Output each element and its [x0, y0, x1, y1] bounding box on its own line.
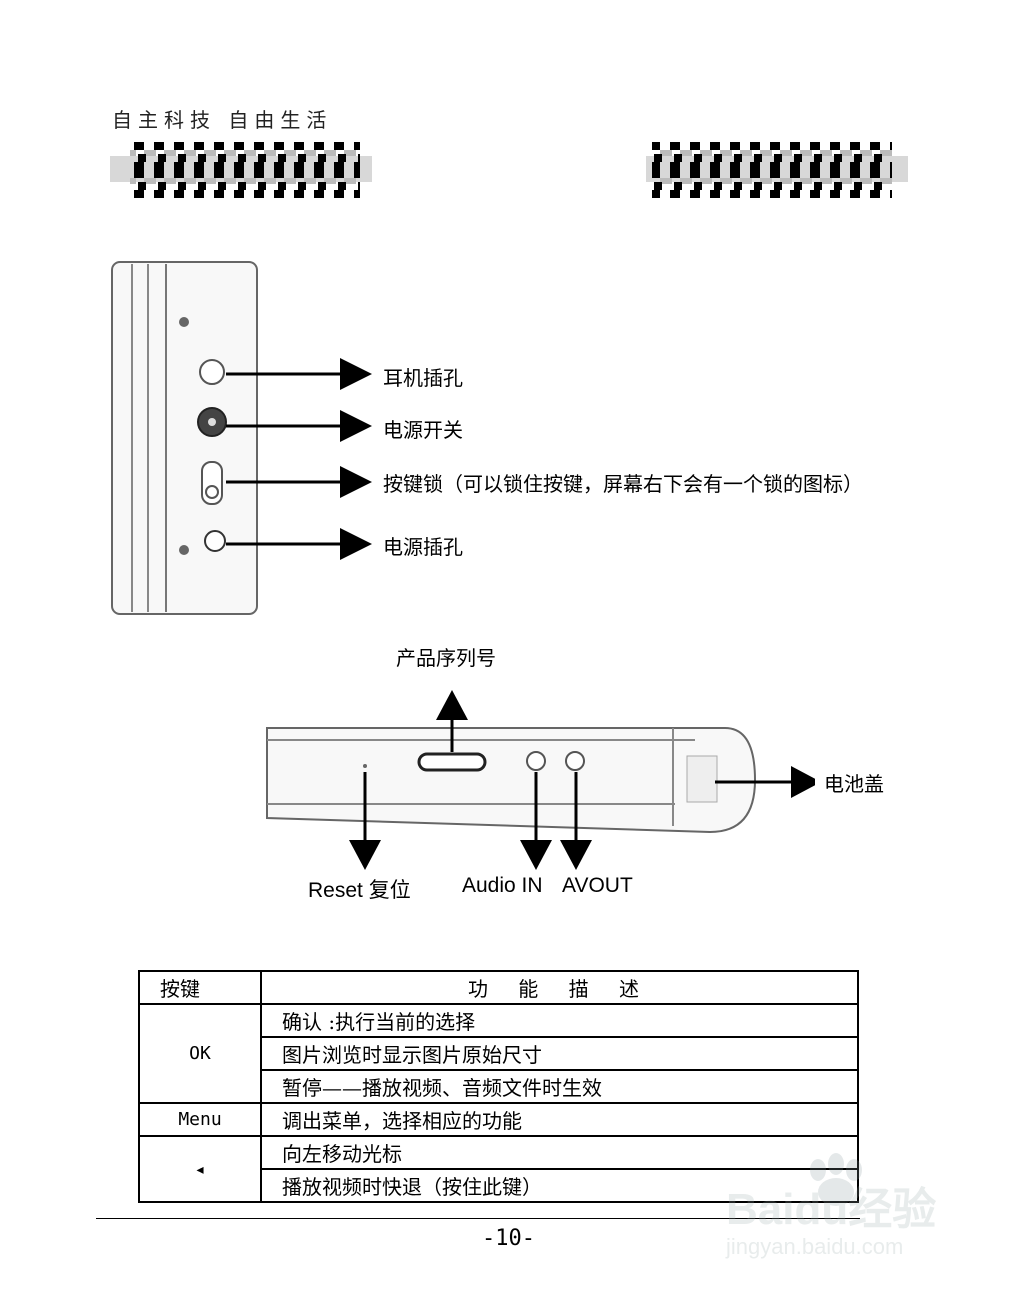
callout-headphone-jack: 耳机插孔 [383, 366, 463, 390]
checker-pattern-left [110, 142, 372, 198]
table-cell: 暂停——播放视频、音频文件时生效 [260, 1069, 859, 1104]
table-row: Menu 调出菜单，选择相应的功能 [138, 1102, 859, 1137]
callout-power-switch: 电源开关 [383, 418, 463, 442]
device-side-view [111, 261, 258, 615]
label-reset: Reset 复位 [308, 879, 411, 902]
table-header-key: 按键 [138, 970, 262, 1005]
checker-band-right [646, 142, 908, 198]
function-table: 按键 功 能 描 述 OK 确认 :执行当前的选择 图片浏览时显示图片原始尺寸 … [138, 970, 859, 1203]
table-cell: 播放视频时快退（按住此键） [260, 1168, 859, 1203]
footer-divider [96, 1218, 860, 1219]
table-key-ok: OK [138, 1003, 262, 1104]
callout-power-jack: 电源插孔 [383, 535, 463, 559]
label-serial-number: 产品序列号 [396, 646, 496, 670]
table-cell: 调出菜单，选择相应的功能 [260, 1102, 859, 1137]
table-row: 图片浏览时显示图片原始尺寸 [139, 1036, 859, 1071]
header-slogan: 自主科技 自由生活 [112, 108, 333, 132]
table-cell: 图片浏览时显示图片原始尺寸 [260, 1036, 859, 1071]
table-key-left: ◂ [138, 1135, 262, 1203]
svg-text:jingyan.baidu.com: jingyan.baidu.com [725, 1234, 903, 1259]
label-audio-in: Audio IN [462, 874, 543, 897]
table-row: OK 确认 :执行当前的选择 [138, 1003, 859, 1104]
callout-key-lock: 按键锁（可以锁住按键，屏幕右下会有一个锁的图标） [383, 472, 863, 496]
table-row: 播放视频时快退（按住此键） [139, 1168, 859, 1203]
svg-text:Baidu经验: Baidu经验 [726, 1185, 936, 1234]
table-header-row: 按键 功 能 描 述 [138, 970, 859, 1005]
baidu-watermark-logo: Baidu经验 jingyan.baidu.com [725, 1153, 936, 1259]
table-header-desc: 功 能 描 述 [260, 970, 859, 1005]
table-cell: 向左移动光标 [260, 1135, 859, 1170]
page-number: -10- [482, 1226, 535, 1251]
table-cell: 确认 :执行当前的选择 [260, 1003, 859, 1038]
checker-pattern-right [646, 142, 908, 198]
label-avout: AVOUT [562, 874, 633, 897]
table-key-menu: Menu [138, 1102, 262, 1137]
side-callout-arrows [226, 358, 372, 560]
checker-band-left [110, 142, 372, 198]
label-battery-cover: 电池盖 [824, 772, 884, 796]
device-bottom-view [266, 690, 815, 870]
table-row: ◂ 向左移动光标 [138, 1135, 859, 1203]
table-row: 暂停——播放视频、音频文件时生效 [139, 1069, 859, 1104]
